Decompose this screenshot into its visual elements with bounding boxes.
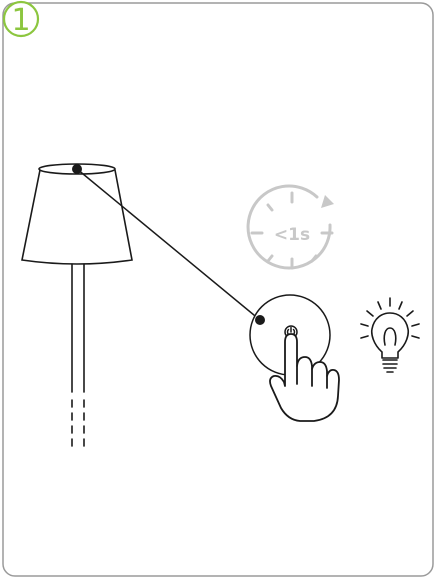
panel-border bbox=[3, 3, 433, 576]
timer-label: <1s bbox=[274, 225, 310, 245]
bulb-glass bbox=[372, 313, 408, 358]
bulb-filament bbox=[384, 328, 396, 345]
connector-line bbox=[77, 169, 260, 320]
step-number: 1 bbox=[11, 3, 30, 38]
bulb-base bbox=[383, 360, 397, 372]
light-bulb-icon bbox=[361, 298, 419, 372]
stopwatch-arrow bbox=[321, 195, 334, 208]
step-badge: 1 bbox=[4, 2, 38, 38]
table-lamp-icon bbox=[22, 164, 132, 452]
lamp-shade bbox=[22, 170, 132, 264]
button-callout-dot bbox=[255, 315, 265, 325]
stopwatch-icon: <1s bbox=[248, 186, 334, 268]
